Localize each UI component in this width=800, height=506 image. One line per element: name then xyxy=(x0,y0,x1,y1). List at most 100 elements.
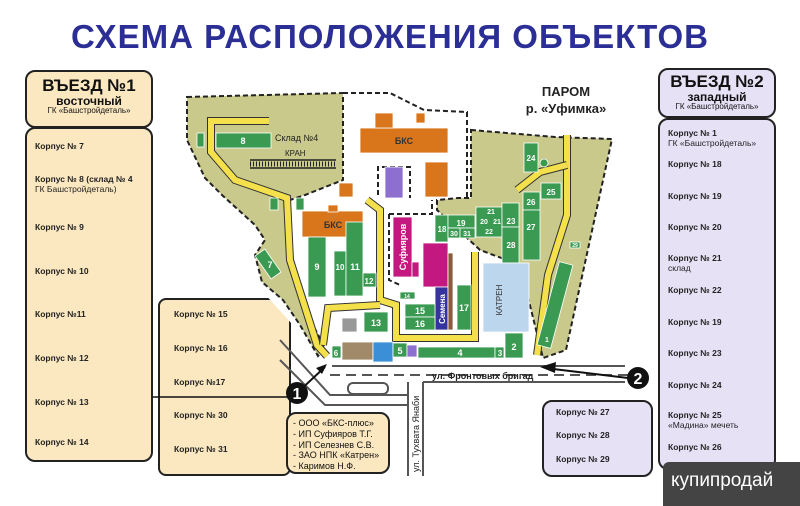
building-label: 10 xyxy=(336,263,345,272)
list-item: Корпус № 22 xyxy=(668,285,722,295)
building-label: 22 xyxy=(485,229,493,236)
building-label: 18 xyxy=(438,225,447,234)
entry1-title: ВЪЕЗД №1 xyxy=(42,76,136,95)
list-item: Корпус № 18 xyxy=(668,159,722,169)
south-list: Корпус № 27 Корпус № 28 Корпус № 29 xyxy=(542,400,653,477)
building-label: КАТРЕН xyxy=(495,284,504,315)
building-label: 11 xyxy=(350,262,360,272)
building-labels: 8 БКС БКС 9 10 11 12 7 Суфияров Семена 1… xyxy=(240,136,578,358)
ferry-label: ПАРОМ xyxy=(542,84,590,99)
list-item-label: Корпус № 8 (склад № 4 xyxy=(35,174,133,184)
page-title: СХЕМА РАСПОЛОЖЕНИЯ ОБЪЕКТОВ xyxy=(71,18,709,55)
entry2-title: ВЪЕЗД №2 xyxy=(670,72,764,91)
building-label: 15 xyxy=(415,306,425,316)
building-label: 21 xyxy=(493,219,501,226)
crane-rail xyxy=(250,159,336,169)
building-label: 5 xyxy=(397,346,402,356)
crane-label: КРАН xyxy=(285,149,306,158)
building-label: 19 xyxy=(457,219,466,228)
list-item: Корпус № 27 xyxy=(556,407,610,417)
list-item-sub: склад xyxy=(668,263,691,274)
building-label: 21 xyxy=(487,209,495,216)
building-label: 26 xyxy=(527,198,536,207)
building-label: 23 xyxy=(507,217,516,226)
list-item-sub: ГК «Башстройдеталь» xyxy=(668,138,757,149)
list-item: Корпус № 7 xyxy=(35,141,84,151)
list-item: Корпус № 13 xyxy=(35,397,89,407)
list-item: Корпус № 9 xyxy=(35,222,84,232)
fence-sufiyarov-left xyxy=(388,214,401,286)
list-item-label: Корпус № 25 xyxy=(668,410,722,420)
warehouse-label: Склад №4 xyxy=(275,133,318,143)
building-label: 13 xyxy=(371,318,381,328)
watermark: купипродай xyxy=(663,462,800,506)
company-item: - ООО «БКС-плюс» xyxy=(293,418,374,428)
list-item: Корпус № 24 xyxy=(668,380,722,390)
list-item: Корпус № 30 xyxy=(174,410,228,420)
list-item: Корпус № 29 xyxy=(556,454,610,464)
fence-sufiyarov xyxy=(389,200,433,215)
entry1-marker xyxy=(286,382,308,404)
building-label: 7 xyxy=(267,260,272,270)
list-item: Корпус № 16 xyxy=(174,343,228,353)
building-label: 3 xyxy=(498,349,503,358)
list-item: Корпус № 26 xyxy=(668,442,722,452)
list-item: Корпус № 12 xyxy=(35,353,89,363)
building-label: 9 xyxy=(314,262,319,272)
list-item-label: Корпус № 1 xyxy=(668,128,717,138)
building-label: 29 xyxy=(572,243,578,249)
building-label: 25 xyxy=(547,188,556,197)
list-item: Корпус № 28 xyxy=(556,430,610,440)
list-item: Корпус №11 xyxy=(35,309,86,319)
building-label: БКС xyxy=(324,220,343,230)
entry2-company: ГК «Башстройдеталь» xyxy=(675,102,759,112)
entry2-marker-label: 2 xyxy=(634,371,643,388)
company-item: - ЗАО НПК «Катрен» xyxy=(293,450,380,461)
river-label: р. «Уфимка» xyxy=(526,101,606,116)
buildings xyxy=(196,112,581,363)
list-item: Корпус № 14 xyxy=(35,437,89,447)
entry2-subtitle: западный xyxy=(687,89,747,104)
list-item: Корпус №17 xyxy=(174,377,226,387)
building-label: 31 xyxy=(463,231,471,238)
building-label: 1 xyxy=(545,337,549,344)
building-label: 6 xyxy=(334,349,339,358)
list-item-sub: «Мадина» мечеть xyxy=(668,420,739,431)
building-label: 30 xyxy=(450,231,458,238)
building-label: 4 xyxy=(457,348,462,358)
building-label: БКС xyxy=(395,136,414,146)
building-label: 16 xyxy=(415,319,425,329)
roads xyxy=(207,117,571,359)
list-item: Корпус № 10 xyxy=(35,266,89,276)
list-item: Корпус № 20 xyxy=(668,222,722,232)
entry1-subtitle: восточный xyxy=(56,93,122,108)
building-label: 12 xyxy=(365,277,374,286)
list-item-sub: ГК Башстройдеталь) xyxy=(35,184,117,195)
building-label: 8 xyxy=(240,136,245,146)
street-frontovykh-brigad: ул. Фронтовых бригад xyxy=(432,371,534,381)
building-label: 24 xyxy=(527,154,536,163)
entry-markers: 1 2 xyxy=(153,362,649,404)
list-item: Корпус № 19 xyxy=(668,317,722,327)
list-item: Корпус № 19 xyxy=(668,191,722,201)
entry2-header: ВЪЕЗД №2 западный ГК «Башстройдеталь» xyxy=(658,68,776,118)
entry1-marker-label: 1 xyxy=(293,386,302,403)
streets xyxy=(279,339,640,476)
entry1-header: ВЪЕЗД №1 восточный ГК «Башстройдеталь» xyxy=(25,70,153,128)
building-label: 17 xyxy=(459,303,469,313)
building-label: 27 xyxy=(527,223,536,232)
list-item: Корпус № 31 xyxy=(174,444,228,454)
building-label: 28 xyxy=(507,241,516,250)
building-label: Суфияров xyxy=(398,223,408,270)
land-west xyxy=(186,91,344,358)
building-label: Семена xyxy=(438,294,447,324)
list-item: Корпус № 15 xyxy=(174,309,228,319)
building-label: 20 xyxy=(480,219,488,226)
building-label: 2 xyxy=(511,342,516,352)
